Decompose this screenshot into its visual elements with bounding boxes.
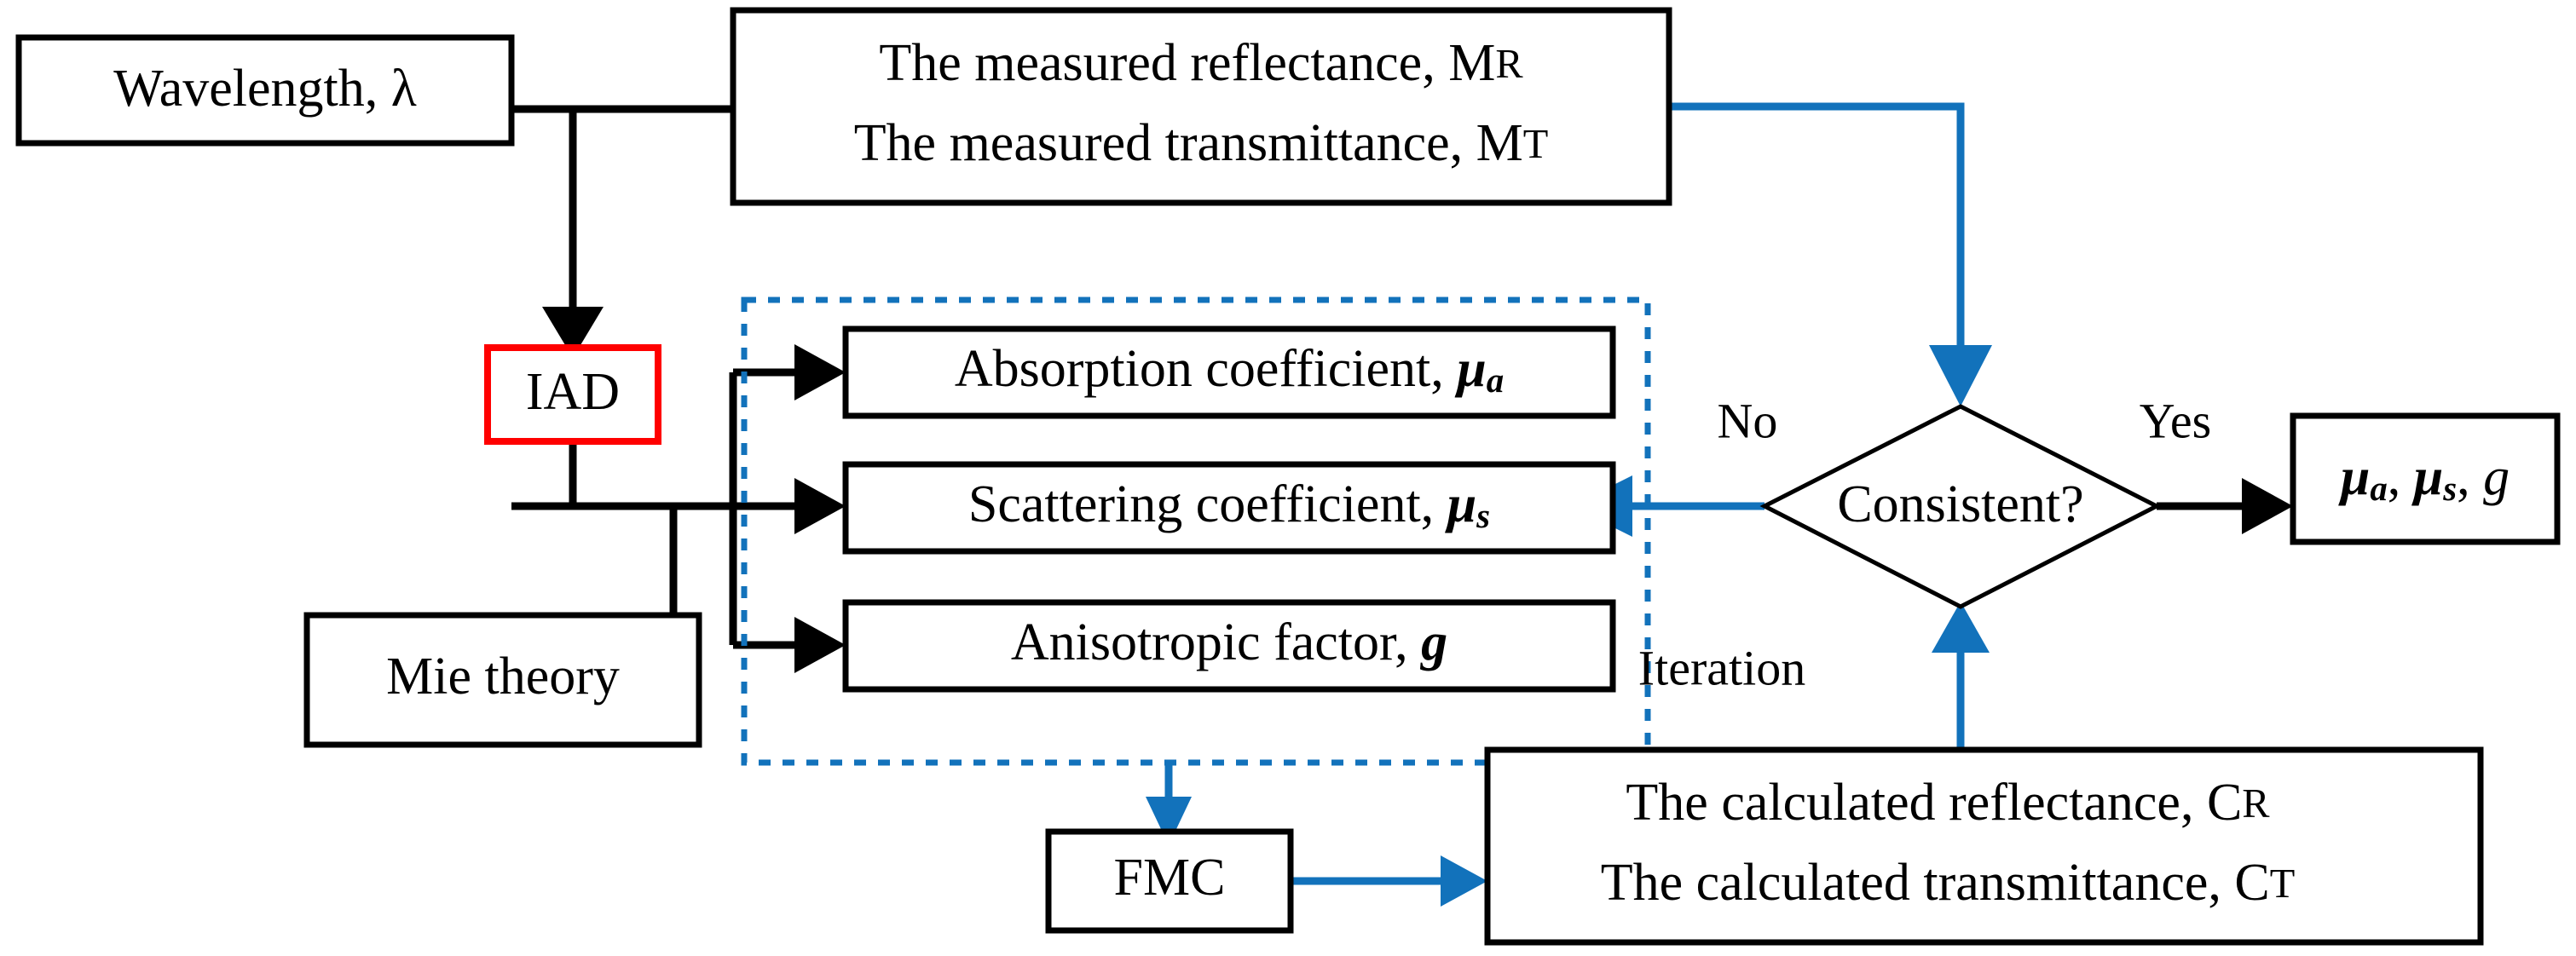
edge-label-no: No — [1718, 393, 1778, 448]
arrowhead-yes-to-output — [2242, 478, 2293, 534]
node-scattering-label: Scattering coefficient, μs — [968, 475, 1490, 535]
node-measured-line2: The measured transmittance, MT — [854, 114, 1549, 172]
node-iad-label: IAD — [526, 363, 620, 421]
node-calculated-line1: The calculated reflectance, CR — [1626, 774, 2270, 832]
arrowhead-to-calculated — [1441, 855, 1487, 907]
arrowhead-to-iad — [542, 307, 604, 358]
node-wavelength[interactable]: Wavelength, λ — [15, 34, 515, 147]
arrowhead-to-absorption — [794, 344, 846, 400]
arrowhead-to-anisotropic — [794, 617, 846, 673]
node-fmc-label: FMC — [1114, 849, 1226, 907]
edge-label-yes: Yes — [2140, 393, 2211, 448]
node-decision-label: Consistent? — [1837, 475, 2083, 533]
node-fmc[interactable]: FMC — [1045, 828, 1294, 934]
node-absorption-label: Absorption coefficient, μa — [955, 340, 1504, 400]
arrowhead-to-decision-top — [1929, 345, 1992, 406]
node-anisotropic-label: Anisotropic factor, g — [1011, 613, 1447, 671]
edge-measured-to-decision — [1669, 102, 1965, 366]
arrowhead-iteration — [1932, 602, 1990, 653]
optical-properties-group — [741, 297, 1651, 766]
node-output-label: μa, μs, g — [2338, 448, 2510, 508]
node-output-properties[interactable]: μa, μs, g — [2290, 412, 2561, 545]
node-calculated-line2: The calculated transmittance, CT — [1601, 854, 2296, 912]
node-calculated[interactable]: The calculated reflectance, CR The calcu… — [1484, 746, 2484, 946]
node-iad[interactable]: IAD — [484, 344, 661, 445]
node-mie-theory-label: Mie theory — [386, 648, 620, 705]
node-absorption-coefficient[interactable]: Absorption coefficient, μa — [842, 325, 1616, 419]
node-wavelength-label: Wavelength, λ — [113, 60, 417, 118]
node-mie-theory[interactable]: Mie theory — [303, 612, 702, 748]
node-anisotropic-factor[interactable]: Anisotropic factor, g — [842, 599, 1616, 693]
node-decision-consistent[interactable]: Consistent? — [1759, 404, 2162, 609]
node-measured[interactable]: The measured reflectance, MR The measure… — [730, 7, 1672, 206]
node-measured-line1: The measured reflectance, MR — [879, 34, 1523, 92]
node-scattering-coefficient[interactable]: Scattering coefficient, μs — [842, 461, 1616, 555]
edge-label-iteration: Iteration — [1638, 640, 1805, 695]
arrowhead-to-fmc — [1146, 797, 1192, 845]
arrowhead-to-scattering — [794, 478, 846, 534]
